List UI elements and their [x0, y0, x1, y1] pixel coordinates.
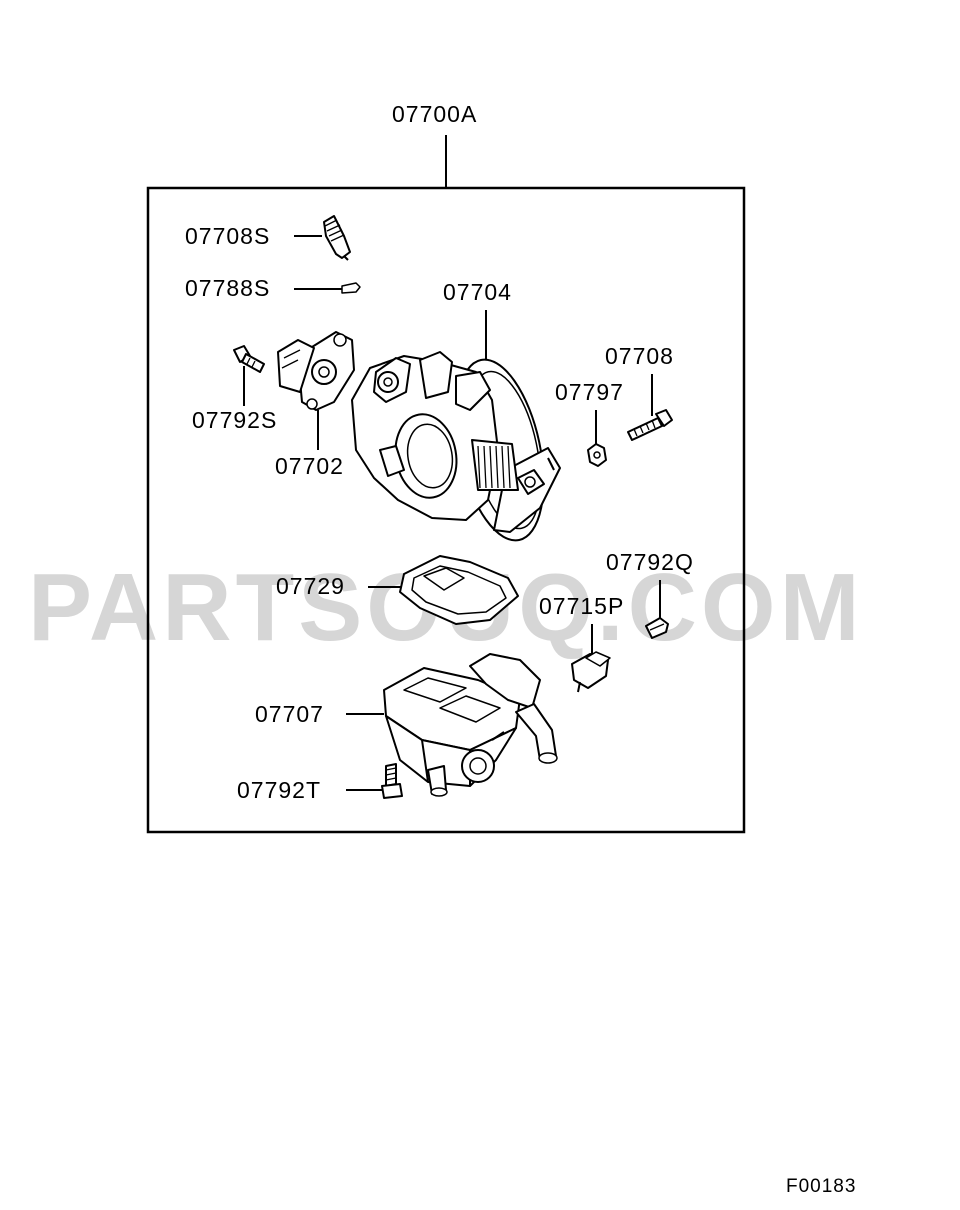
throttle-housing-icon[interactable] [383, 653, 558, 797]
bolt-icon[interactable] [233, 345, 265, 373]
sensor-plug-icon[interactable] [323, 215, 351, 261]
assembly-frame [146, 186, 746, 834]
label-07792Q[interactable]: 07792Q [606, 549, 694, 575]
label-07788S[interactable]: 07788S [185, 275, 270, 301]
throttle-position-sensor-icon[interactable] [277, 331, 355, 411]
figure-code: F00183 [786, 1176, 856, 1197]
label-07704[interactable]: 07704 [443, 279, 512, 305]
label-07702[interactable]: 07702 [275, 453, 344, 479]
bracket-icon[interactable] [571, 651, 611, 693]
label-07715P[interactable]: 07715P [539, 593, 624, 619]
label-07797[interactable]: 07797 [555, 379, 624, 405]
label-07707[interactable]: 07707 [255, 701, 324, 727]
label-07792S[interactable]: 07792S [192, 407, 277, 433]
gasket-icon[interactable] [399, 555, 519, 625]
bolt-icon[interactable] [645, 617, 669, 639]
throttle-body-icon[interactable] [351, 351, 561, 549]
assembly-label-07700A[interactable]: 07700A [392, 101, 477, 127]
nut-icon[interactable] [587, 443, 607, 467]
label-07708[interactable]: 07708 [605, 343, 674, 369]
small-pin-icon[interactable] [341, 282, 361, 294]
screw-icon[interactable] [627, 409, 673, 441]
label-07708S[interactable]: 07708S [185, 223, 270, 249]
label-07729[interactable]: 07729 [276, 573, 345, 599]
bolt-icon[interactable] [381, 763, 403, 799]
label-07792T[interactable]: 07792T [237, 777, 321, 803]
